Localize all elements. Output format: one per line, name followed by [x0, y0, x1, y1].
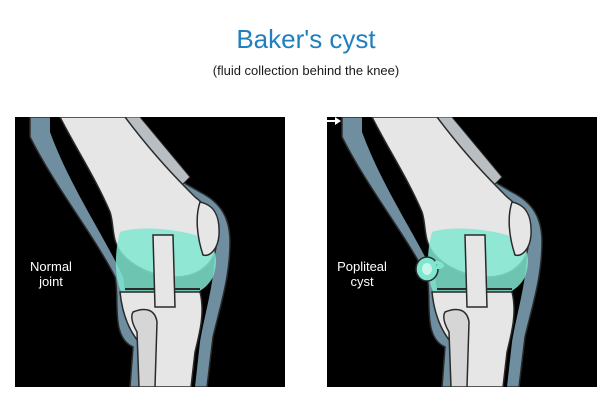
cyst-knee-panel: Popliteal cyst [327, 117, 597, 387]
popliteal-cyst-label-line2: cyst [350, 274, 374, 289]
normal-joint-label-line2: joint [39, 274, 63, 289]
popliteal-cyst-label: Popliteal cyst [329, 259, 395, 289]
cyst-knee-illustration [341, 117, 543, 387]
ligament [152, 234, 176, 308]
popliteal-cyst-label-line1: Popliteal [337, 259, 387, 274]
popliteal-cyst-highlight [422, 263, 432, 275]
arrow-right-icon [327, 117, 341, 125]
patella-bone [508, 201, 532, 257]
normal-joint-label-line1: Normal [30, 259, 72, 274]
diagram-subtitle: (fluid collection behind the knee) [212, 63, 400, 78]
cyst-stalk [434, 260, 444, 269]
patella-bone [196, 201, 220, 257]
normal-knee-panel: Normal joint [15, 117, 285, 387]
diagram-title: Baker's cyst [236, 24, 376, 54]
ligament [464, 234, 488, 308]
normal-knee-illustration [29, 117, 231, 387]
fibula-bone [131, 308, 158, 387]
fibula-bone [443, 308, 470, 387]
normal-joint-label: Normal joint [25, 259, 77, 289]
